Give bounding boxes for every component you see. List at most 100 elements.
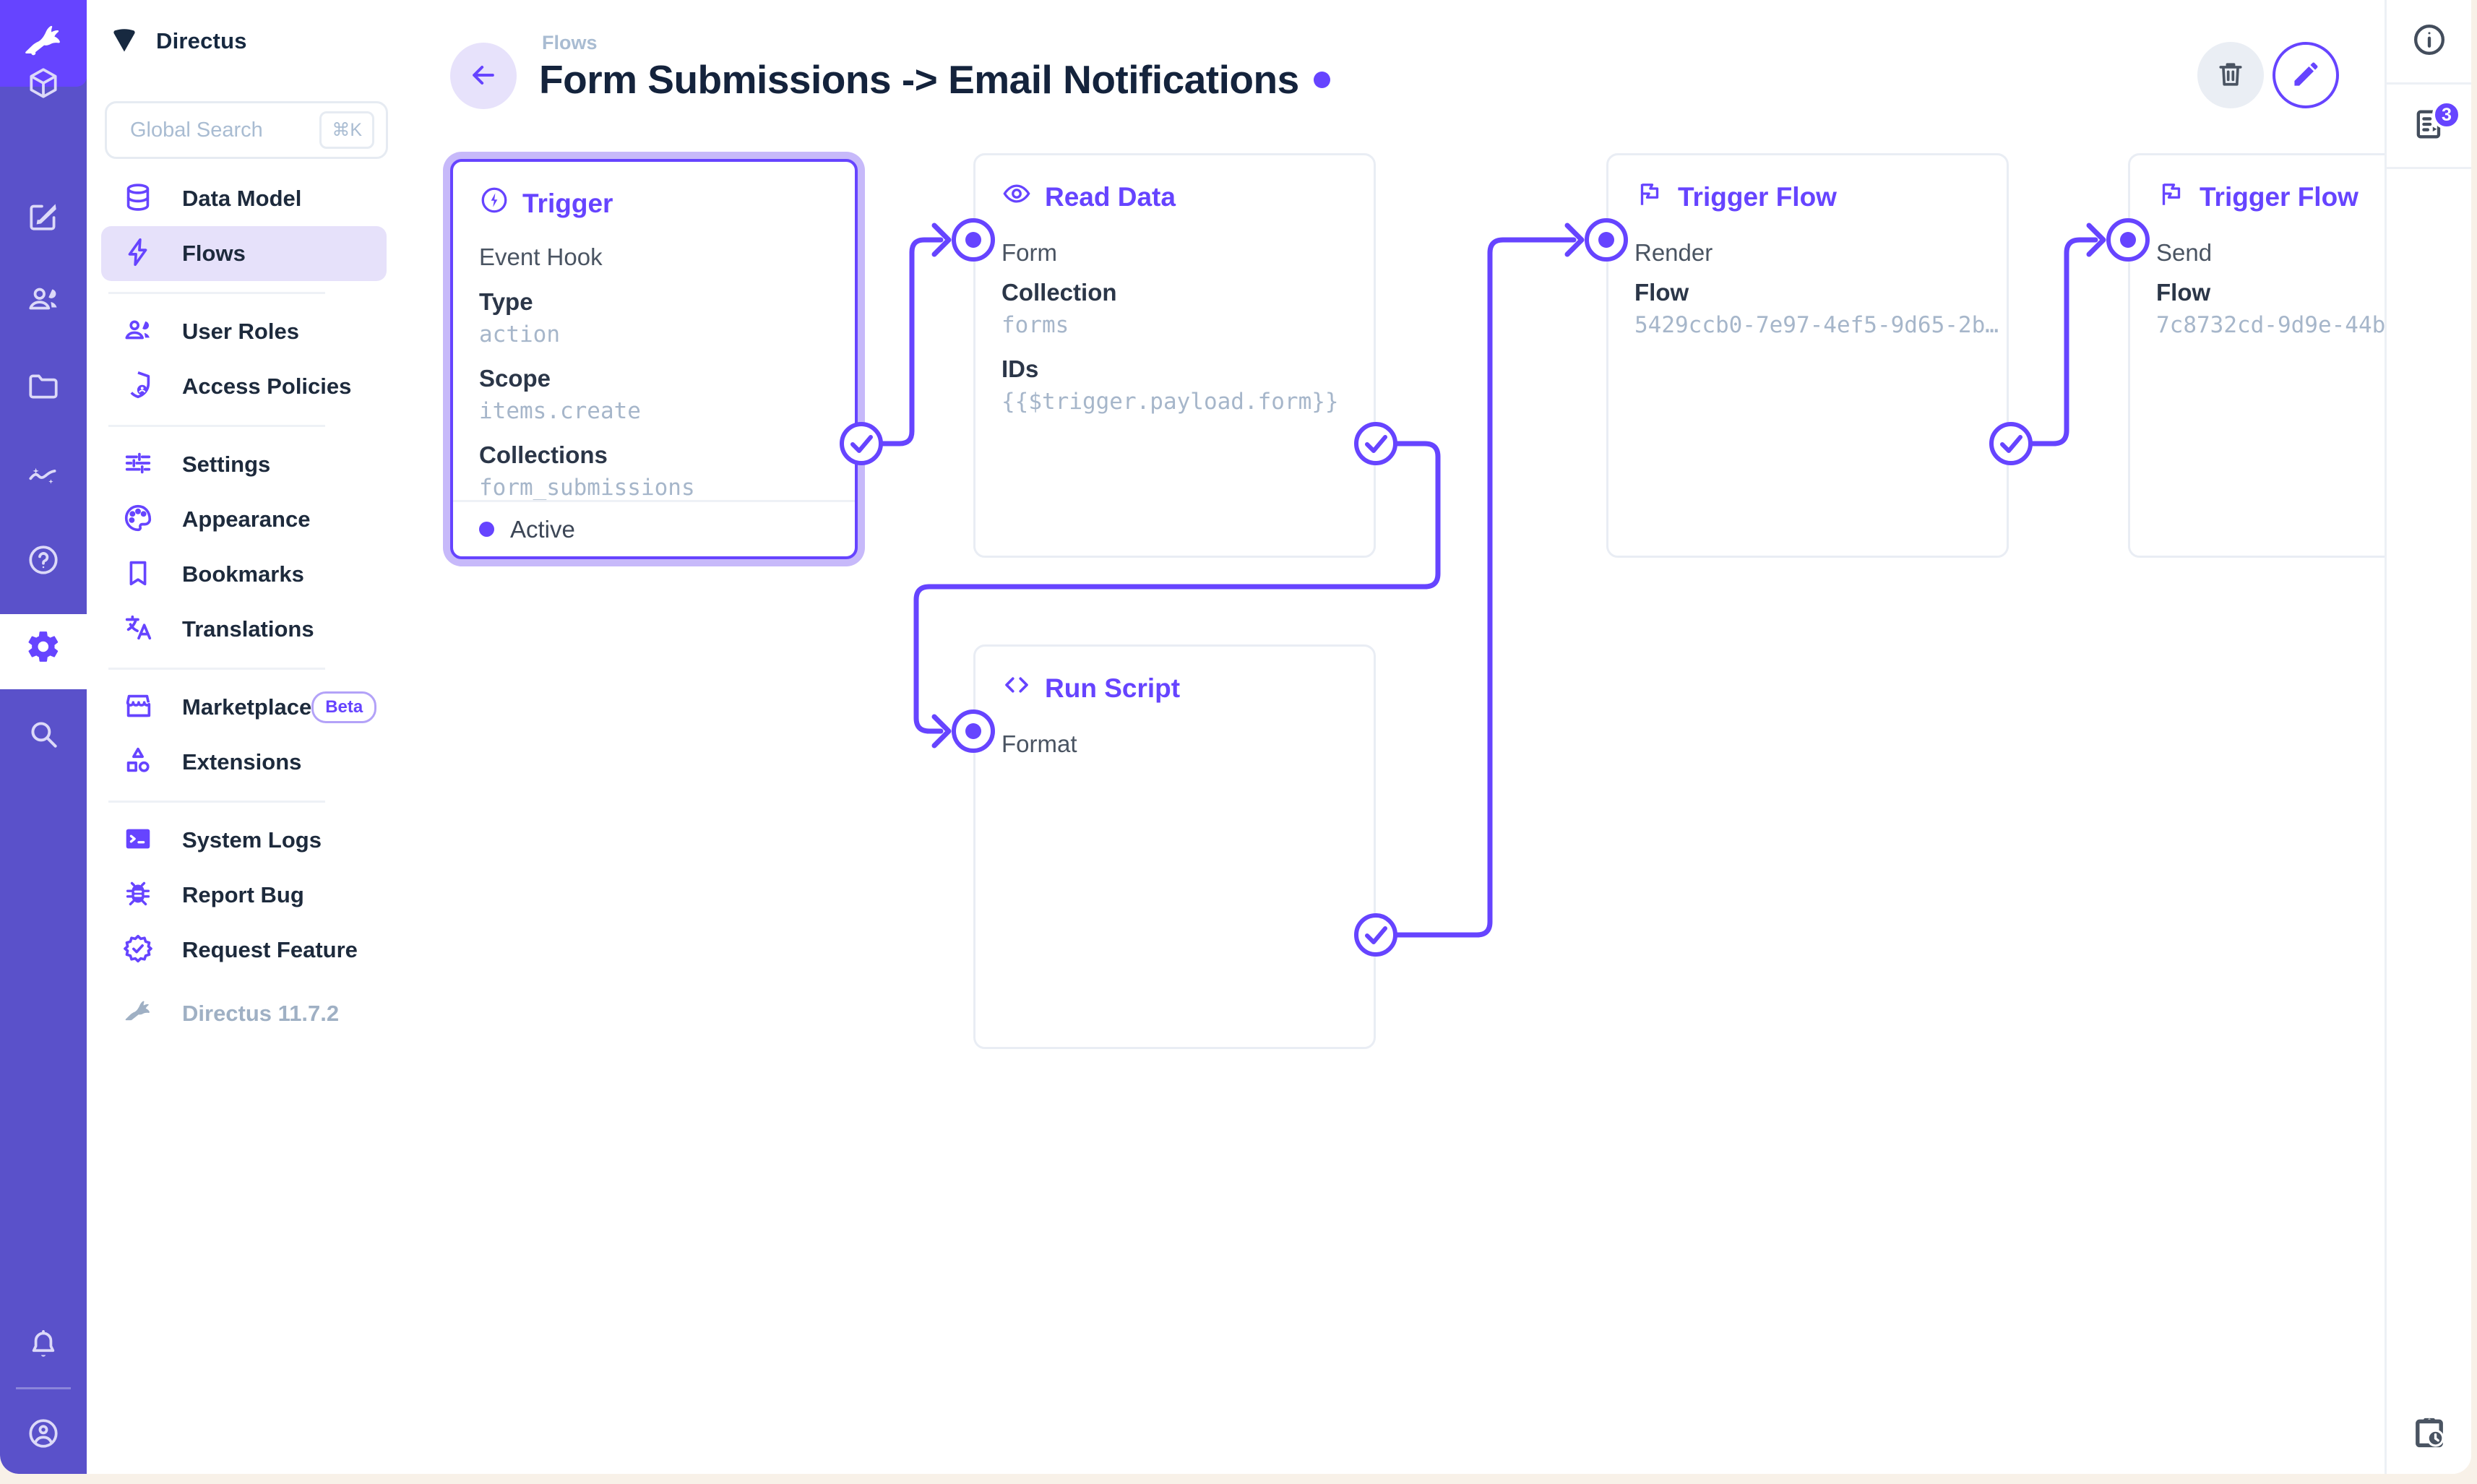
flow-color-dot <box>1313 71 1330 88</box>
sidebar-item-access-policies[interactable]: Access Policies <box>101 359 387 414</box>
directus-logo[interactable] <box>0 0 87 87</box>
sidebar-item-bookmarks[interactable]: Bookmarks <box>101 547 387 602</box>
user-avatar-button[interactable] <box>10 1401 77 1467</box>
flag-icon <box>1634 178 1665 215</box>
project-name: Directus <box>156 28 247 53</box>
bolt-circle-icon <box>479 185 509 222</box>
arrowhead <box>1564 223 1585 257</box>
tune-icon <box>121 447 155 483</box>
pencil-icon <box>2290 59 2322 92</box>
global-search-input[interactable]: Global Search ⌘K <box>105 101 388 159</box>
users-icon <box>25 281 61 319</box>
edit-flow-button[interactable] <box>2273 42 2339 108</box>
arrowhead <box>931 223 952 257</box>
nav-divider <box>108 801 325 803</box>
info-button[interactable] <box>2387 0 2471 85</box>
eye-icon <box>1001 178 1032 215</box>
panel-title: Trigger Flow <box>1678 181 1837 212</box>
read-data-panel[interactable]: Read Data Form Collection forms IDs {{$t… <box>973 153 1376 558</box>
trash-icon <box>2215 59 2246 92</box>
clipboard-clock-icon <box>2410 1412 2449 1455</box>
nav-list: Data Model Flows User Roles Access Polic… <box>87 171 405 1041</box>
sidebar-item-extensions[interactable]: Extensions <box>101 735 387 790</box>
pending-tasks-button[interactable] <box>2387 1412 2471 1455</box>
operation-key: Render <box>1634 239 1713 266</box>
module-docs-button[interactable] <box>10 527 77 594</box>
translate-icon <box>121 611 155 648</box>
logs-button[interactable]: 3 <box>2387 85 2471 169</box>
nav-divider <box>108 292 325 294</box>
rabbit-icon <box>20 18 67 69</box>
trigger-status: Active <box>453 500 855 556</box>
storefront-icon <box>121 689 155 726</box>
trigger-flow-render-panel[interactable]: Trigger Flow Render Flow 5429ccb0-7e97-4… <box>1606 153 2009 558</box>
module-settings-button[interactable] <box>10 614 77 681</box>
database-icon <box>121 181 155 217</box>
operation-key: Format <box>1001 730 1077 757</box>
sidebar-item-request-feature[interactable]: Request Feature <box>101 923 387 978</box>
rabbit-gray-icon <box>121 996 155 1032</box>
flag-icon <box>2156 178 2187 215</box>
help-icon <box>25 542 61 580</box>
panel-title: Trigger Flow <box>2200 181 2358 212</box>
module-insights-button[interactable] <box>10 441 77 507</box>
notification-count-badge: 3 <box>2432 100 2461 129</box>
bookmark-icon <box>121 556 155 593</box>
arrow-left-icon <box>468 59 499 93</box>
panel-title: Run Script <box>1045 673 1181 703</box>
shield-person-icon <box>121 368 155 405</box>
sidebar-item-marketplace[interactable]: Marketplace Beta <box>101 680 387 735</box>
run-script-panel[interactable]: Run Script Format <box>973 644 1376 1049</box>
sidebar-item-flows[interactable]: Flows <box>101 226 387 281</box>
bug-icon <box>121 877 155 914</box>
sidebar-item-system-logs[interactable]: System Logs <box>101 813 387 868</box>
project-logo-icon <box>108 24 140 59</box>
nav-divider <box>108 425 325 427</box>
status-label: Active <box>510 515 575 543</box>
page-title: Form Submissions -> Email Notifications <box>539 56 1330 103</box>
module-search-button[interactable] <box>10 702 77 768</box>
operation-key: Send <box>2156 239 2213 266</box>
account-icon <box>25 1415 61 1454</box>
sidebar-item-user-roles[interactable]: User Roles <box>101 304 387 359</box>
arrowhead <box>931 714 952 749</box>
gear-icon <box>25 629 61 667</box>
sidebar-item-report-bug[interactable]: Report Bug <box>101 868 387 923</box>
palette-icon <box>121 501 155 538</box>
delete-flow-button[interactable] <box>2197 42 2264 108</box>
arrowhead <box>2086 223 2106 257</box>
sidebar-item-settings[interactable]: Settings <box>101 437 387 492</box>
module-bar <box>0 0 87 1474</box>
nav-sidebar: Directus Global Search ⌘K Data Model Flo… <box>87 0 405 1474</box>
insights-icon <box>25 455 61 493</box>
search-placeholder: Global Search <box>130 118 263 142</box>
module-editor-button[interactable] <box>10 184 77 250</box>
info-icon <box>2411 21 2448 62</box>
project-header[interactable]: Directus <box>87 17 405 65</box>
seal-check-icon <box>121 932 155 969</box>
flow-canvas[interactable]: Trigger Event Hook Type action Scope ite… <box>405 152 2385 1474</box>
panel-title: Read Data <box>1045 181 1176 212</box>
trigger-panel[interactable]: Trigger Event Hook Type action Scope ite… <box>450 159 858 559</box>
wire-render-to-send <box>2025 237 2098 447</box>
bell-icon <box>25 1327 61 1366</box>
sidebar-item-appearance[interactable]: Appearance <box>101 492 387 547</box>
folder-icon <box>25 368 61 407</box>
back-button[interactable] <box>450 43 517 109</box>
breadcrumb[interactable]: Flows <box>542 32 598 53</box>
module-users-button[interactable] <box>10 267 77 333</box>
sidebar-item-data-model[interactable]: Data Model <box>101 171 387 226</box>
status-dot <box>479 522 494 537</box>
search-icon <box>25 716 61 754</box>
trigger-subtitle: Event Hook <box>479 243 603 270</box>
terminal-icon <box>121 822 155 859</box>
wire-script-to-render <box>1392 237 1577 938</box>
module-content-button[interactable] <box>10 51 77 117</box>
sidebar-item-translations[interactable]: Translations <box>101 602 387 657</box>
box-icon <box>25 65 61 103</box>
rail-divider <box>16 1387 71 1389</box>
notifications-bell-button[interactable] <box>10 1313 77 1379</box>
trigger-flow-send-panel[interactable]: Trigger Flow Send Flow 7c8732cd-9d9e-44b… <box>2128 153 2385 558</box>
version-info: Directus 11.7.2 <box>101 986 387 1041</box>
module-files-button[interactable] <box>10 354 77 420</box>
